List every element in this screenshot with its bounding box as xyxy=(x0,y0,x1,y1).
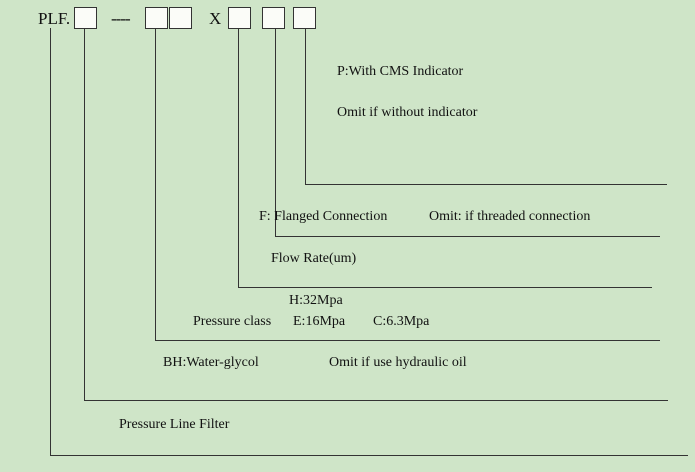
indicator-omit: Omit if without indicator xyxy=(337,105,478,120)
medium-omit: Omit if use hydraulic oil xyxy=(329,355,467,370)
pressure-c: C:6.3Mpa xyxy=(373,314,430,329)
indicator-option: P:With CMS Indicator xyxy=(337,64,464,79)
product-label: Pressure Line Filter xyxy=(119,417,230,432)
connection-option: F: Flanged Connection xyxy=(259,209,388,224)
code-box-indicator xyxy=(293,7,316,29)
code-box-medium xyxy=(74,7,97,29)
code-box-pressure-2 xyxy=(169,7,192,29)
model-separator: ---- xyxy=(111,9,131,28)
connection-omit: Omit: if threaded connection xyxy=(429,209,591,224)
pressure-e: E:16Mpa xyxy=(293,314,346,329)
code-box-flow-rate xyxy=(228,7,251,29)
leader-line-medium xyxy=(84,29,668,401)
leader-line-product xyxy=(50,28,688,456)
pressure-label: Pressure class xyxy=(193,314,272,329)
x-mark: X xyxy=(209,9,222,28)
leader-line-connection xyxy=(275,29,660,237)
code-box-pressure-1 xyxy=(145,7,168,29)
model-prefix: PLF. xyxy=(38,9,71,28)
code-box-connection xyxy=(262,7,285,29)
leader-line-pressure xyxy=(155,29,660,341)
leader-line-indicator xyxy=(305,29,667,185)
flow-rate-label: Flow Rate(um) xyxy=(271,251,357,266)
pressure-h: H:32Mpa xyxy=(289,293,343,308)
medium-option: BH:Water-glycol xyxy=(163,355,259,370)
leader-line-flow-rate xyxy=(238,29,652,288)
